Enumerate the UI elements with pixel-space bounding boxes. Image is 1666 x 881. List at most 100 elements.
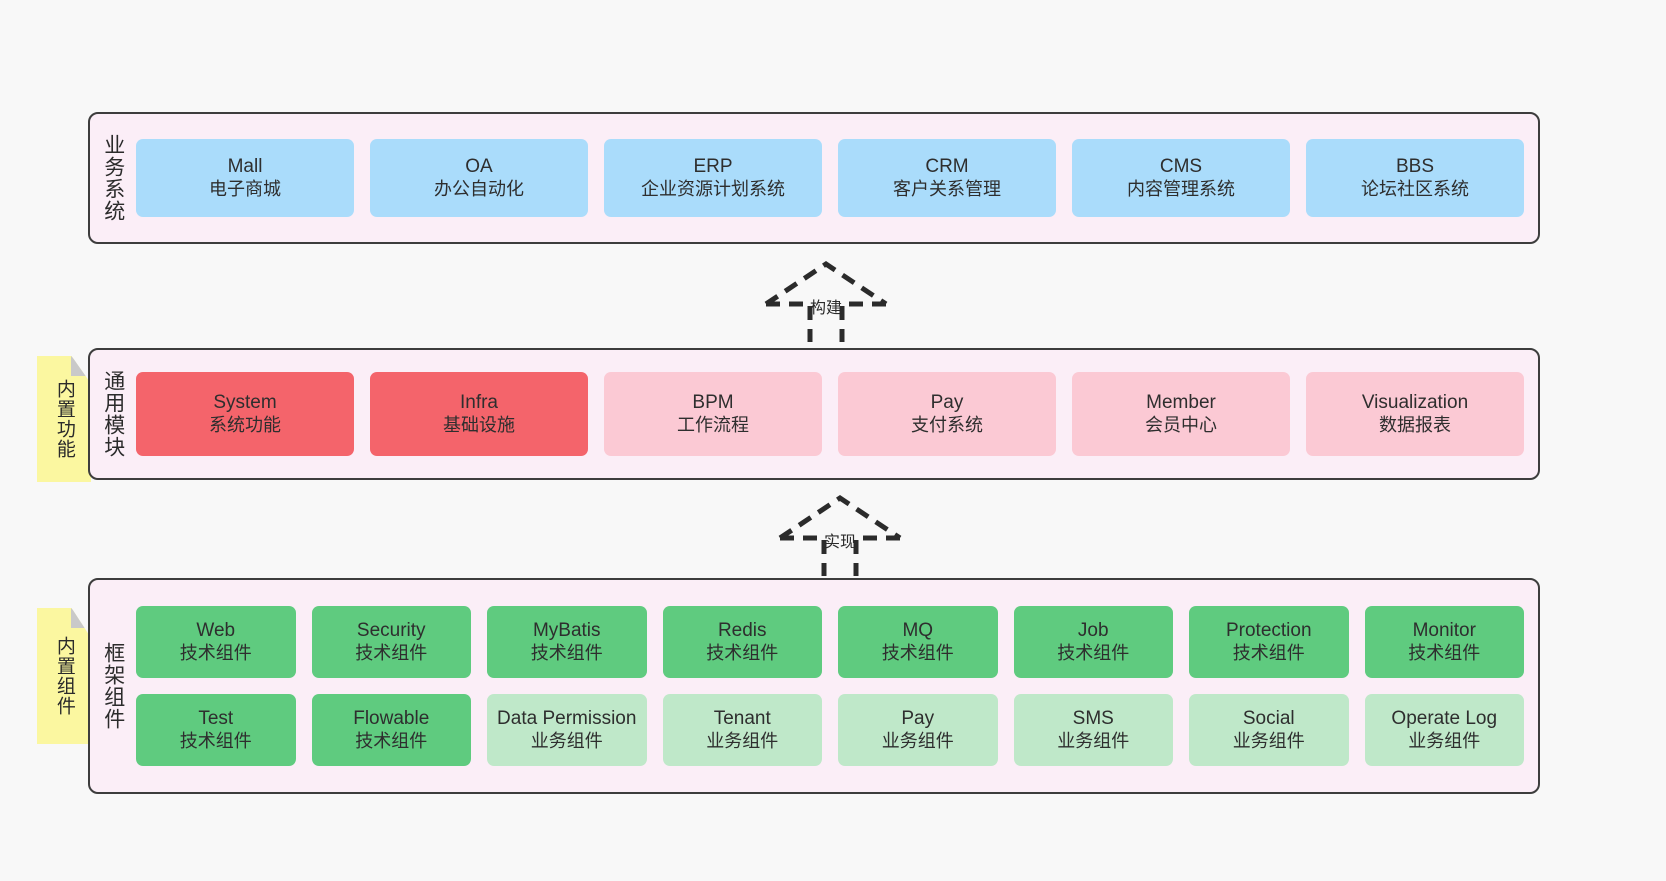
card-subtitle: 技术组件 bbox=[179, 642, 252, 663]
card-title: Test bbox=[198, 708, 234, 730]
card-title: BPM bbox=[692, 392, 734, 414]
card-subtitle: 技术组件 bbox=[179, 730, 252, 751]
card-title: OA bbox=[465, 156, 493, 178]
card-subtitle: 工作流程 bbox=[677, 414, 749, 435]
card-subtitle: 技术组件 bbox=[355, 642, 428, 663]
generalization-arrow-build: 构建 bbox=[756, 258, 896, 342]
card-subtitle: 基础设施 bbox=[443, 414, 515, 435]
card-title: CMS bbox=[1159, 156, 1203, 178]
card-title: Monitor bbox=[1412, 620, 1476, 642]
card-title: Visualization bbox=[1361, 392, 1469, 414]
card-subtitle: 企业资源计划系统 bbox=[641, 178, 785, 199]
card-subtitle: 技术组件 bbox=[1232, 642, 1305, 663]
card-subtitle: 业务组件 bbox=[1408, 730, 1481, 751]
layer-title-common-modules: 通用模块 bbox=[101, 370, 125, 458]
card-subtitle: 电子商城 bbox=[209, 178, 281, 199]
card-title: Pay bbox=[930, 392, 964, 414]
card-title: MyBatis bbox=[532, 620, 601, 642]
card-title: BBS bbox=[1395, 156, 1435, 178]
card-title: Web bbox=[196, 620, 236, 642]
card-title: Security bbox=[356, 620, 426, 642]
card-subtitle: 技术组件 bbox=[530, 642, 603, 663]
card-title: Mall bbox=[227, 156, 263, 178]
card-subtitle: 论坛社区系统 bbox=[1361, 178, 1469, 199]
card-subtitle: 内容管理系统 bbox=[1127, 178, 1235, 199]
card-title: System bbox=[213, 392, 277, 414]
card-subtitle: 技术组件 bbox=[1057, 642, 1130, 663]
card-subtitle: 业务组件 bbox=[881, 730, 954, 751]
card-title: Redis bbox=[717, 620, 767, 642]
card-title: Data Permission bbox=[497, 708, 637, 730]
generalization-arrow-implement: 实现 bbox=[770, 492, 910, 576]
card-title: Operate Log bbox=[1391, 708, 1498, 730]
card-title: Infra bbox=[459, 392, 499, 414]
card-subtitle: 数据报表 bbox=[1379, 414, 1451, 435]
card-title: Protection bbox=[1225, 620, 1312, 642]
card-title: Pay bbox=[901, 708, 935, 730]
card-subtitle: 技术组件 bbox=[881, 642, 954, 663]
card-title: CRM bbox=[925, 156, 969, 178]
card-title: SMS bbox=[1072, 708, 1114, 730]
card-subtitle: 技术组件 bbox=[1408, 642, 1481, 663]
card-subtitle: 会员中心 bbox=[1145, 414, 1217, 435]
card-subtitle: 办公自动化 bbox=[434, 178, 524, 199]
card-subtitle: 业务组件 bbox=[530, 730, 603, 751]
card-title: Job bbox=[1077, 620, 1109, 642]
card-subtitle: 系统功能 bbox=[209, 414, 281, 435]
note-builtin-features: 内置功能 bbox=[37, 356, 91, 482]
card-subtitle: 支付系统 bbox=[911, 414, 983, 435]
arrow-label-build: 构建 bbox=[809, 300, 843, 317]
card-subtitle: 业务组件 bbox=[1057, 730, 1130, 751]
card-subtitle: 业务组件 bbox=[1232, 730, 1305, 751]
note-builtin-components-label: 内置组件 bbox=[53, 636, 75, 716]
card-subtitle: 业务组件 bbox=[706, 730, 779, 751]
card-title: Social bbox=[1242, 708, 1295, 730]
card-subtitle: 技术组件 bbox=[706, 642, 779, 663]
layer-title-framework-components: 框架组件 bbox=[101, 642, 125, 730]
note-builtin-features-label: 内置功能 bbox=[53, 379, 75, 459]
card-title: Member bbox=[1146, 392, 1216, 414]
arrow-label-implement: 实现 bbox=[823, 534, 857, 551]
card-title: Tenant bbox=[713, 708, 771, 730]
card-subtitle: 技术组件 bbox=[355, 730, 428, 751]
card-subtitle: 客户关系管理 bbox=[893, 178, 1001, 199]
